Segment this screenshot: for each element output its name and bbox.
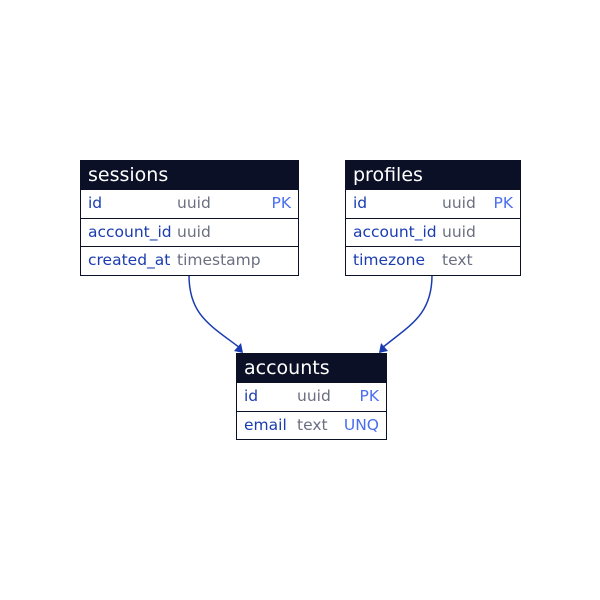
table-row[interactable]: email text UNQ (237, 410, 386, 440)
field-type: uuid (297, 387, 331, 405)
field-name: id (244, 387, 259, 405)
field-key: PK (493, 194, 513, 212)
table-profiles[interactable]: profiles id uuid PK account_id uuid timezon… (345, 160, 521, 276)
field-type: uuid (442, 222, 476, 241)
table-title: profiles (346, 161, 520, 189)
field-name: timezone (353, 251, 425, 269)
field-name: account_id (88, 222, 172, 241)
field-name: account_id (353, 222, 437, 241)
table-row[interactable]: timezone text (346, 246, 520, 275)
field-name: email (244, 415, 287, 434)
field-type: uuid (442, 194, 476, 212)
table-title: sessions (81, 161, 298, 189)
field-type: uuid (177, 222, 211, 241)
table-title: accounts (237, 354, 386, 382)
arrowhead-icon (234, 343, 243, 353)
field-key: PK (271, 194, 291, 212)
table-accounts[interactable]: accounts id uuid PK email text UNQ (236, 353, 387, 440)
field-type: text (442, 251, 473, 269)
table-sessions[interactable]: sessions id uuid PK account_id uuid created… (80, 160, 299, 276)
field-type: text (297, 415, 328, 434)
table-row[interactable]: id uuid PK (81, 189, 298, 218)
field-type: timestamp (177, 251, 261, 269)
table-row[interactable]: account_id uuid (346, 217, 520, 247)
edge-sessions-accounts (188, 274, 241, 349)
field-type: uuid (177, 194, 211, 212)
field-name: id (353, 194, 368, 212)
field-name: id (88, 194, 103, 212)
field-key: UNQ (343, 415, 379, 434)
table-row[interactable]: id uuid PK (237, 382, 386, 411)
table-row[interactable]: created_at timestamp (81, 246, 298, 275)
field-key: PK (359, 387, 379, 405)
table-row[interactable]: id uuid PK (346, 189, 520, 218)
field-name: created_at (88, 251, 171, 269)
arrowhead-icon (379, 343, 388, 353)
edge-profiles-accounts (381, 274, 433, 349)
table-row[interactable]: account_id uuid (81, 217, 298, 247)
